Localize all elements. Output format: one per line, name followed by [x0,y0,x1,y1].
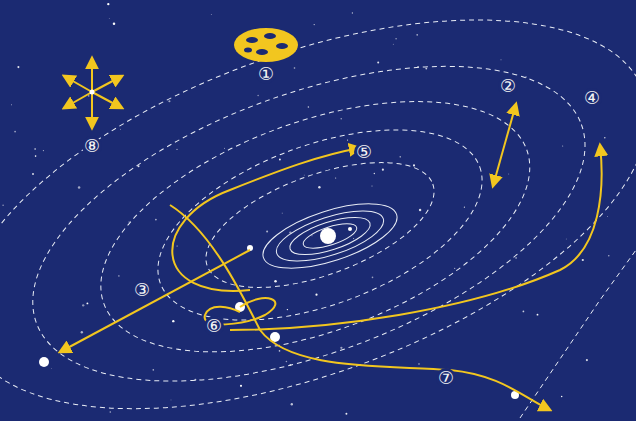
callout-number: ② [498,76,518,96]
star [78,186,81,189]
star [586,359,588,361]
star [314,24,315,25]
star [152,369,154,371]
star [51,368,53,370]
star [107,3,109,5]
sun [320,228,336,244]
callout-number: ⑥ [204,316,224,336]
star [240,385,242,387]
star [353,238,354,239]
star [371,185,373,187]
star [81,331,83,333]
star [279,159,281,161]
callout-number: ③ [132,280,152,300]
callout-number: ⑧ [82,136,102,156]
star [110,411,112,413]
star [425,68,427,70]
star [266,230,268,232]
star [607,216,609,218]
star [312,235,313,236]
yellow-object [234,28,298,62]
star [176,149,177,150]
star [464,207,465,208]
planets [39,227,519,399]
star [352,12,353,13]
star [113,23,116,26]
star [508,173,510,175]
star [318,186,320,188]
star [210,13,212,15]
star [392,43,394,45]
star [515,257,517,259]
all-direction-arrows [64,58,122,128]
origin-dot [90,90,95,95]
star [418,363,419,364]
star [11,104,12,105]
orbit-arc [520,250,636,418]
star [308,106,310,108]
star [372,276,374,278]
star [287,309,288,310]
star [108,18,110,20]
star [419,209,421,211]
star [604,137,606,139]
star [303,174,305,176]
star [582,259,584,261]
star [172,320,174,322]
star [35,155,37,157]
star [2,204,4,206]
star [14,131,16,133]
star [537,314,539,316]
trajectories [60,104,602,410]
star [168,100,170,102]
star [286,361,288,363]
star [400,156,401,157]
star [382,169,384,171]
star [170,399,172,401]
star [82,304,84,306]
star [561,396,562,397]
star [562,145,563,146]
star [281,212,283,214]
star [224,147,226,149]
star [17,66,19,68]
star [34,148,35,149]
star [416,34,418,36]
star [523,311,525,313]
star [413,164,415,166]
star [454,268,455,269]
callout-number: ⑤ [354,142,374,162]
star [340,347,342,349]
star [119,128,121,130]
star [118,275,119,276]
star [86,302,88,304]
star [43,150,44,151]
stars [2,3,609,415]
callout-number: ① [256,64,276,84]
star [279,350,281,352]
star [565,238,567,240]
star [32,173,34,175]
callout-number: ④ [582,88,602,108]
star [395,38,397,40]
star [291,403,293,405]
star [500,59,501,60]
star [177,245,178,246]
star [374,173,375,174]
star [294,67,296,69]
star [257,95,259,97]
star [347,140,348,141]
star [608,255,609,256]
star [315,294,317,296]
star [335,177,336,178]
callout-number: ⑦ [436,368,456,388]
star [274,280,277,283]
star [155,219,157,221]
star [377,61,379,63]
star [340,118,341,119]
star [345,413,347,415]
